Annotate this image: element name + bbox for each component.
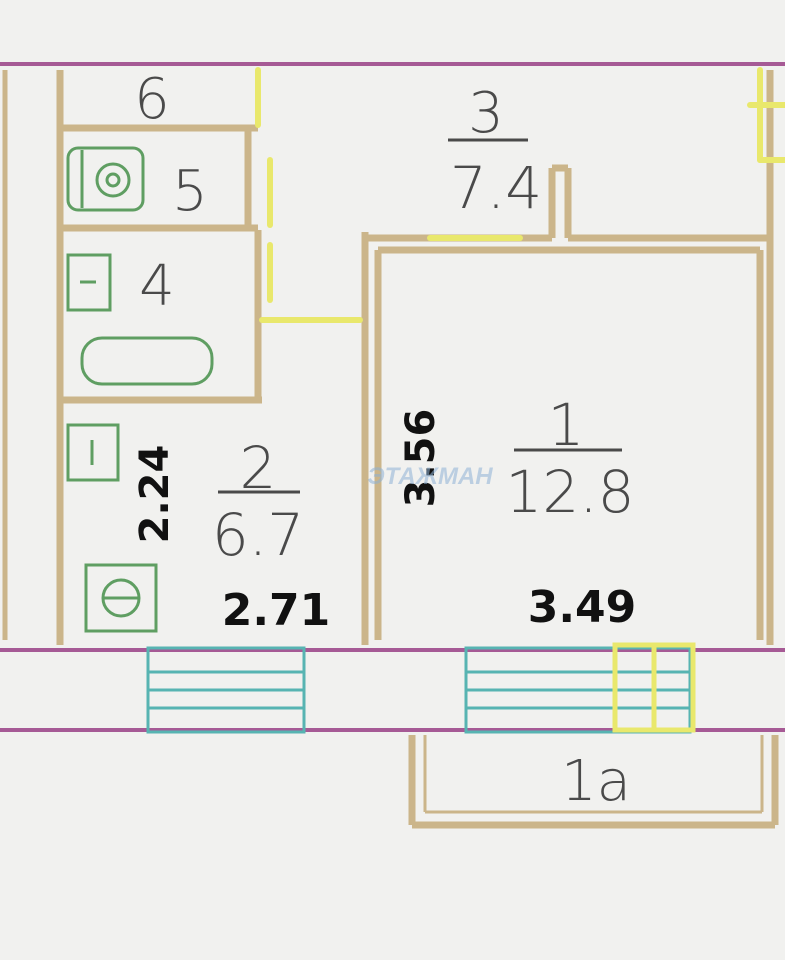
balcony-inner-wall	[423, 735, 764, 814]
window-right	[464, 646, 692, 734]
room-1-number: 1	[548, 391, 585, 459]
room-2-depth-dimension: 2.24	[132, 445, 178, 544]
stove-icon	[84, 563, 158, 633]
sink-icon	[66, 253, 112, 312]
washing-machine-icon	[66, 146, 145, 212]
balcony-door	[612, 642, 696, 733]
watermark: ЭТАЖМАН	[367, 463, 493, 490]
toilet-icon	[66, 423, 120, 482]
room-3-area: 7.4	[450, 154, 542, 222]
bathtub-icon	[80, 336, 214, 386]
room-1-area: 12.8	[505, 458, 634, 526]
interior-walls	[56, 70, 779, 829]
room-6-number: 6	[134, 67, 170, 132]
room-3-number: 3	[468, 81, 504, 146]
room-1-depth-dimension: 3.56	[398, 409, 444, 508]
door-openings	[255, 67, 785, 323]
room-5-number: 5	[172, 159, 208, 224]
window-left	[146, 646, 306, 734]
room-1-width-dimension: 3.49	[528, 582, 637, 633]
room-2-width-dimension: 2.71	[222, 585, 331, 636]
balcony-number: 1a	[561, 749, 631, 814]
room-4-number: 4	[139, 254, 175, 319]
room-2-area: 6.7	[212, 501, 304, 569]
